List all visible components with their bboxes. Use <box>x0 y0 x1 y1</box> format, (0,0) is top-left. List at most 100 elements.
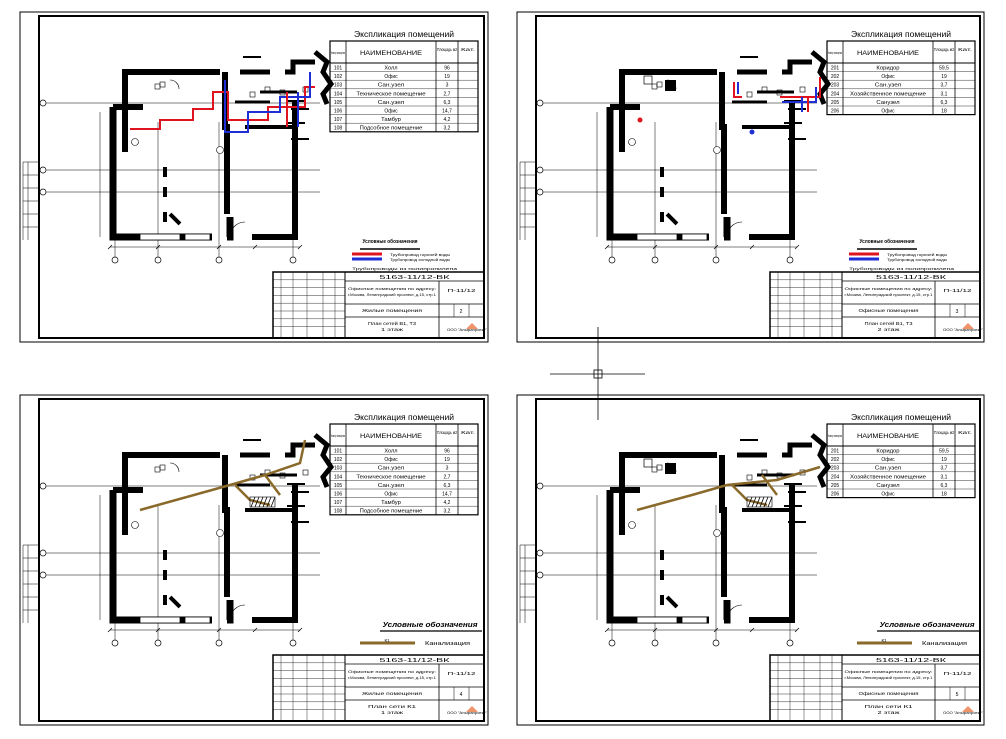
room-number: 105 <box>334 483 343 489</box>
legend-title: Условные обозначения <box>860 238 915 245</box>
wall <box>226 600 234 624</box>
window <box>139 233 181 241</box>
sheet-outer-border <box>516 394 985 726</box>
fixture <box>643 458 653 468</box>
leader-label <box>784 483 802 485</box>
legend-item: Канализация <box>425 641 470 647</box>
dimension-tick <box>252 244 258 250</box>
window <box>681 233 708 241</box>
explication-title: Экспликация помещений <box>851 412 951 422</box>
wall <box>782 59 812 75</box>
col-header-category: Кат. <box>461 47 475 52</box>
cad-crosshair-cursor-icon[interactable] <box>550 327 645 420</box>
hatched-area <box>746 496 773 508</box>
hatch-line <box>262 496 268 508</box>
room-area: 3,1 <box>941 91 948 97</box>
dimension-tick <box>713 244 719 250</box>
fixture <box>279 472 286 479</box>
table-border <box>329 423 479 516</box>
axis-bubble <box>712 639 720 647</box>
stamp-section: Офисные помещения <box>859 308 920 313</box>
table-border <box>329 40 479 133</box>
wall <box>285 59 315 75</box>
fixture <box>799 86 806 93</box>
stamp-floor: 1 этаж <box>381 327 403 332</box>
plan-fixtures <box>628 439 806 537</box>
room-area: 19 <box>444 74 450 80</box>
room-area: 3,7 <box>941 466 948 472</box>
hot-water-pipe <box>780 77 821 98</box>
stamp-floor: 1 этаж <box>381 710 403 715</box>
stamp-description-cont: г.Москва, Ленинградский проспект, д.15, … <box>348 292 437 297</box>
sheet-frame <box>535 15 981 339</box>
wall <box>749 485 795 623</box>
room-number: 201 <box>831 66 840 72</box>
stamp-organization: ООО "Альфапроект" <box>447 710 488 715</box>
axis-bubble <box>39 188 47 196</box>
room-area: 4,2 <box>444 117 451 123</box>
column <box>163 167 167 177</box>
dimension-tick <box>107 627 113 633</box>
room-number: 108 <box>334 126 343 132</box>
fixture <box>264 86 271 93</box>
room-name: Офис <box>881 457 895 463</box>
column <box>660 550 664 560</box>
room-area: 59,5 <box>939 449 949 455</box>
leader-label <box>243 56 261 58</box>
room-tag <box>628 138 636 146</box>
sheet-left-margin <box>519 544 536 623</box>
plan-axes <box>536 99 817 264</box>
plan-walls <box>606 433 832 624</box>
leader-label <box>788 138 806 140</box>
col-header-name: НАИМЕНОВАНИЕ <box>360 50 423 57</box>
title-block-border <box>272 271 485 339</box>
plan-walls <box>606 50 832 241</box>
room-area: 3,2 <box>444 509 451 515</box>
room-tag <box>216 146 224 154</box>
room-number: 104 <box>334 474 343 480</box>
dimension-tick <box>155 627 161 633</box>
room-name: Коридор <box>876 449 899 455</box>
room-name: Техническое помещение <box>356 474 426 480</box>
wall <box>619 69 717 152</box>
title-block-border <box>272 654 485 722</box>
stamp-logo-icon <box>466 323 478 329</box>
room-name: Сан.узел <box>875 466 901 472</box>
axis-bubble <box>154 639 162 647</box>
column <box>225 187 229 197</box>
sheet-left-margin <box>519 161 536 240</box>
axis-bubble <box>712 256 720 264</box>
room-number: 103 <box>334 466 343 472</box>
axis-bubble <box>39 571 47 579</box>
fixture <box>761 469 768 476</box>
column <box>722 167 726 177</box>
room-area: 96 <box>444 449 450 455</box>
hatch-line <box>751 496 757 508</box>
axis-bubble <box>651 639 659 647</box>
leader-label <box>291 491 309 493</box>
room-number: 107 <box>334 117 343 123</box>
window <box>184 233 211 241</box>
room-name: Подсобное помещение <box>360 509 423 515</box>
hatch-line <box>767 496 773 508</box>
wall <box>313 50 335 105</box>
hatch-line <box>250 496 256 508</box>
riser-marker <box>637 117 643 123</box>
dimension-tick <box>604 244 610 250</box>
axis-bubble <box>289 639 297 647</box>
sheet-frame <box>535 398 981 722</box>
window <box>184 616 211 624</box>
leader-label <box>788 491 806 493</box>
leader-label <box>291 138 309 140</box>
axis-bubble <box>289 256 297 264</box>
room-tag <box>216 529 224 537</box>
title-block-border <box>769 271 981 339</box>
